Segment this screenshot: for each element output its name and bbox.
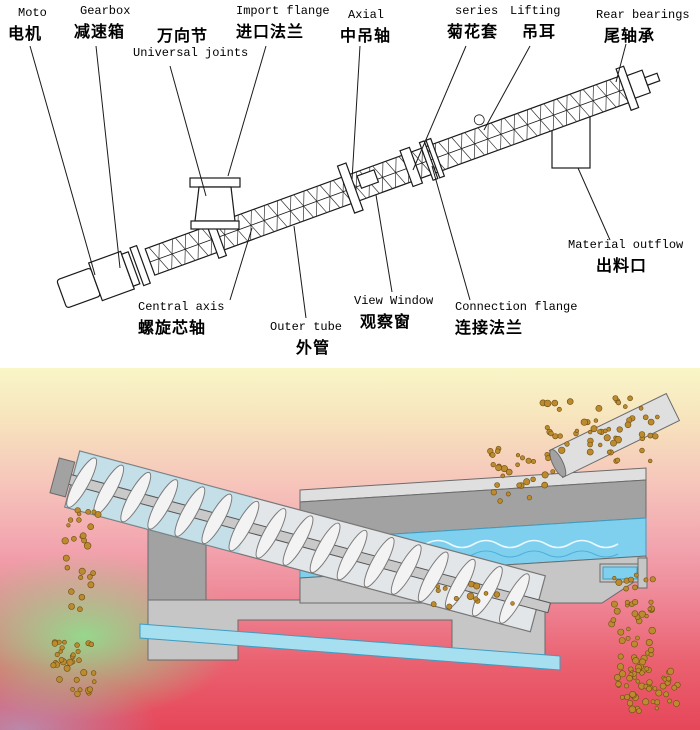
- label-view-window-zh: 观察窗: [360, 312, 412, 331]
- label-view-window: View Window 观察窗: [354, 294, 433, 332]
- label-universal-joints-zh: 万向节: [157, 26, 209, 45]
- label-gearbox-en: Gearbox: [80, 4, 131, 18]
- label-view-window-en: View Window: [354, 294, 434, 308]
- central-axis-line: [149, 76, 659, 263]
- label-central-axis-en: Central axis: [138, 300, 225, 314]
- conveyor-tube-group: [56, 65, 661, 309]
- particles-on-trough: [430, 580, 515, 610]
- label-material-outflow-zh: 出料口: [596, 256, 648, 275]
- connection-flange-shape: [425, 137, 446, 179]
- conveyor-line-drawing: [29, 43, 661, 319]
- base-frame-shape: [147, 599, 546, 661]
- sleeve-collar-shape: [399, 146, 424, 188]
- inlet-pipe-mouth: [549, 448, 567, 478]
- label-connection-flange-en: Connection flange: [455, 300, 578, 314]
- label-rear-bearings-zh: 尾轴承: [604, 26, 656, 45]
- coupling-flange-shape: [120, 251, 141, 287]
- view-window-shape: [356, 169, 380, 189]
- label-axial: Axial 中吊轴: [340, 8, 391, 46]
- label-universal-joints-en: Universal joints: [133, 46, 249, 60]
- shaft-stub-shape: [644, 72, 661, 86]
- outlet-flange-shape: [637, 557, 648, 589]
- label-gearbox-zh: 减速箱: [74, 22, 126, 41]
- label-rear-bearings-en: Rear bearings: [596, 8, 690, 22]
- lifting-lug-shape: [473, 114, 485, 126]
- label-central-axis-zh: 螺旋芯轴: [138, 318, 207, 337]
- label-universal-joints: 万向节 Universal joints: [133, 22, 248, 60]
- label-import-flange-zh: 进口法兰: [236, 22, 305, 41]
- label-material-outflow: Material outflow 出料口: [568, 238, 683, 276]
- label-axial-en: Axial: [348, 8, 385, 22]
- particles-outfall-stream: [608, 572, 656, 690]
- label-series: series 菊花套: [447, 4, 498, 42]
- leader-lines: [29, 43, 627, 319]
- funnel-pipe-shape: [194, 186, 236, 222]
- label-series-zh: 菊花套: [447, 22, 499, 41]
- label-connection-flange-zh: 连接法兰: [455, 318, 524, 337]
- label-outer-tube-en: Outer tube: [270, 320, 343, 334]
- label-central-axis: Central axis 螺旋芯轴: [138, 300, 224, 338]
- label-lifting: Lifting 吊耳: [510, 4, 560, 42]
- label-axial-zh: 中吊轴: [340, 26, 392, 45]
- label-import-flange-en: Import flange: [236, 4, 330, 18]
- label-lifting-zh: 吊耳: [522, 22, 557, 41]
- particles-inlet-stream: [539, 395, 660, 464]
- coupling-flange-shape: [129, 244, 152, 287]
- label-material-outflow-en: Material outflow: [568, 238, 684, 252]
- funnel-lower-flange-shape: [190, 220, 240, 230]
- label-outer-tube-zh: 外管: [296, 338, 331, 357]
- screw-flights: [66, 457, 530, 624]
- label-series-en: series: [455, 4, 499, 18]
- particles-left-trickle: [61, 507, 102, 612]
- conveyor-illustration: [49, 392, 681, 714]
- screw-drive-end-shape: [49, 457, 76, 498]
- label-motor-en: Moto: [18, 6, 47, 20]
- inlet-pipe-shape: [548, 392, 681, 479]
- schematic-panel: Moto 电机 Gearbox 减速箱 万向节 Universal joints…: [8, 4, 690, 358]
- inlet-funnel-group: [189, 177, 241, 230]
- illustration-panel: [0, 368, 700, 730]
- label-outer-tube: Outer tube 外管: [270, 320, 342, 358]
- label-lifting-en: Lifting: [510, 4, 561, 18]
- import-flange-shape: [189, 177, 241, 188]
- label-rear-bearings: Rear bearings 尾轴承: [596, 8, 690, 46]
- label-motor: Moto 电机: [8, 6, 47, 44]
- label-motor-zh: 电机: [8, 24, 43, 43]
- label-import-flange: Import flange 进口法兰: [236, 4, 330, 42]
- label-connection-flange: Connection flange 连接法兰: [455, 300, 577, 338]
- inlet-pipe-group: [548, 392, 681, 479]
- particles-splash: [487, 445, 556, 504]
- particles-right-pile: [615, 663, 681, 714]
- particles-left-pile: [50, 639, 97, 698]
- label-gearbox: Gearbox 减速箱: [74, 4, 130, 42]
- screw-group: [49, 450, 552, 633]
- drain-board-shape: [139, 623, 561, 671]
- middle-hanger-shape: [336, 162, 364, 214]
